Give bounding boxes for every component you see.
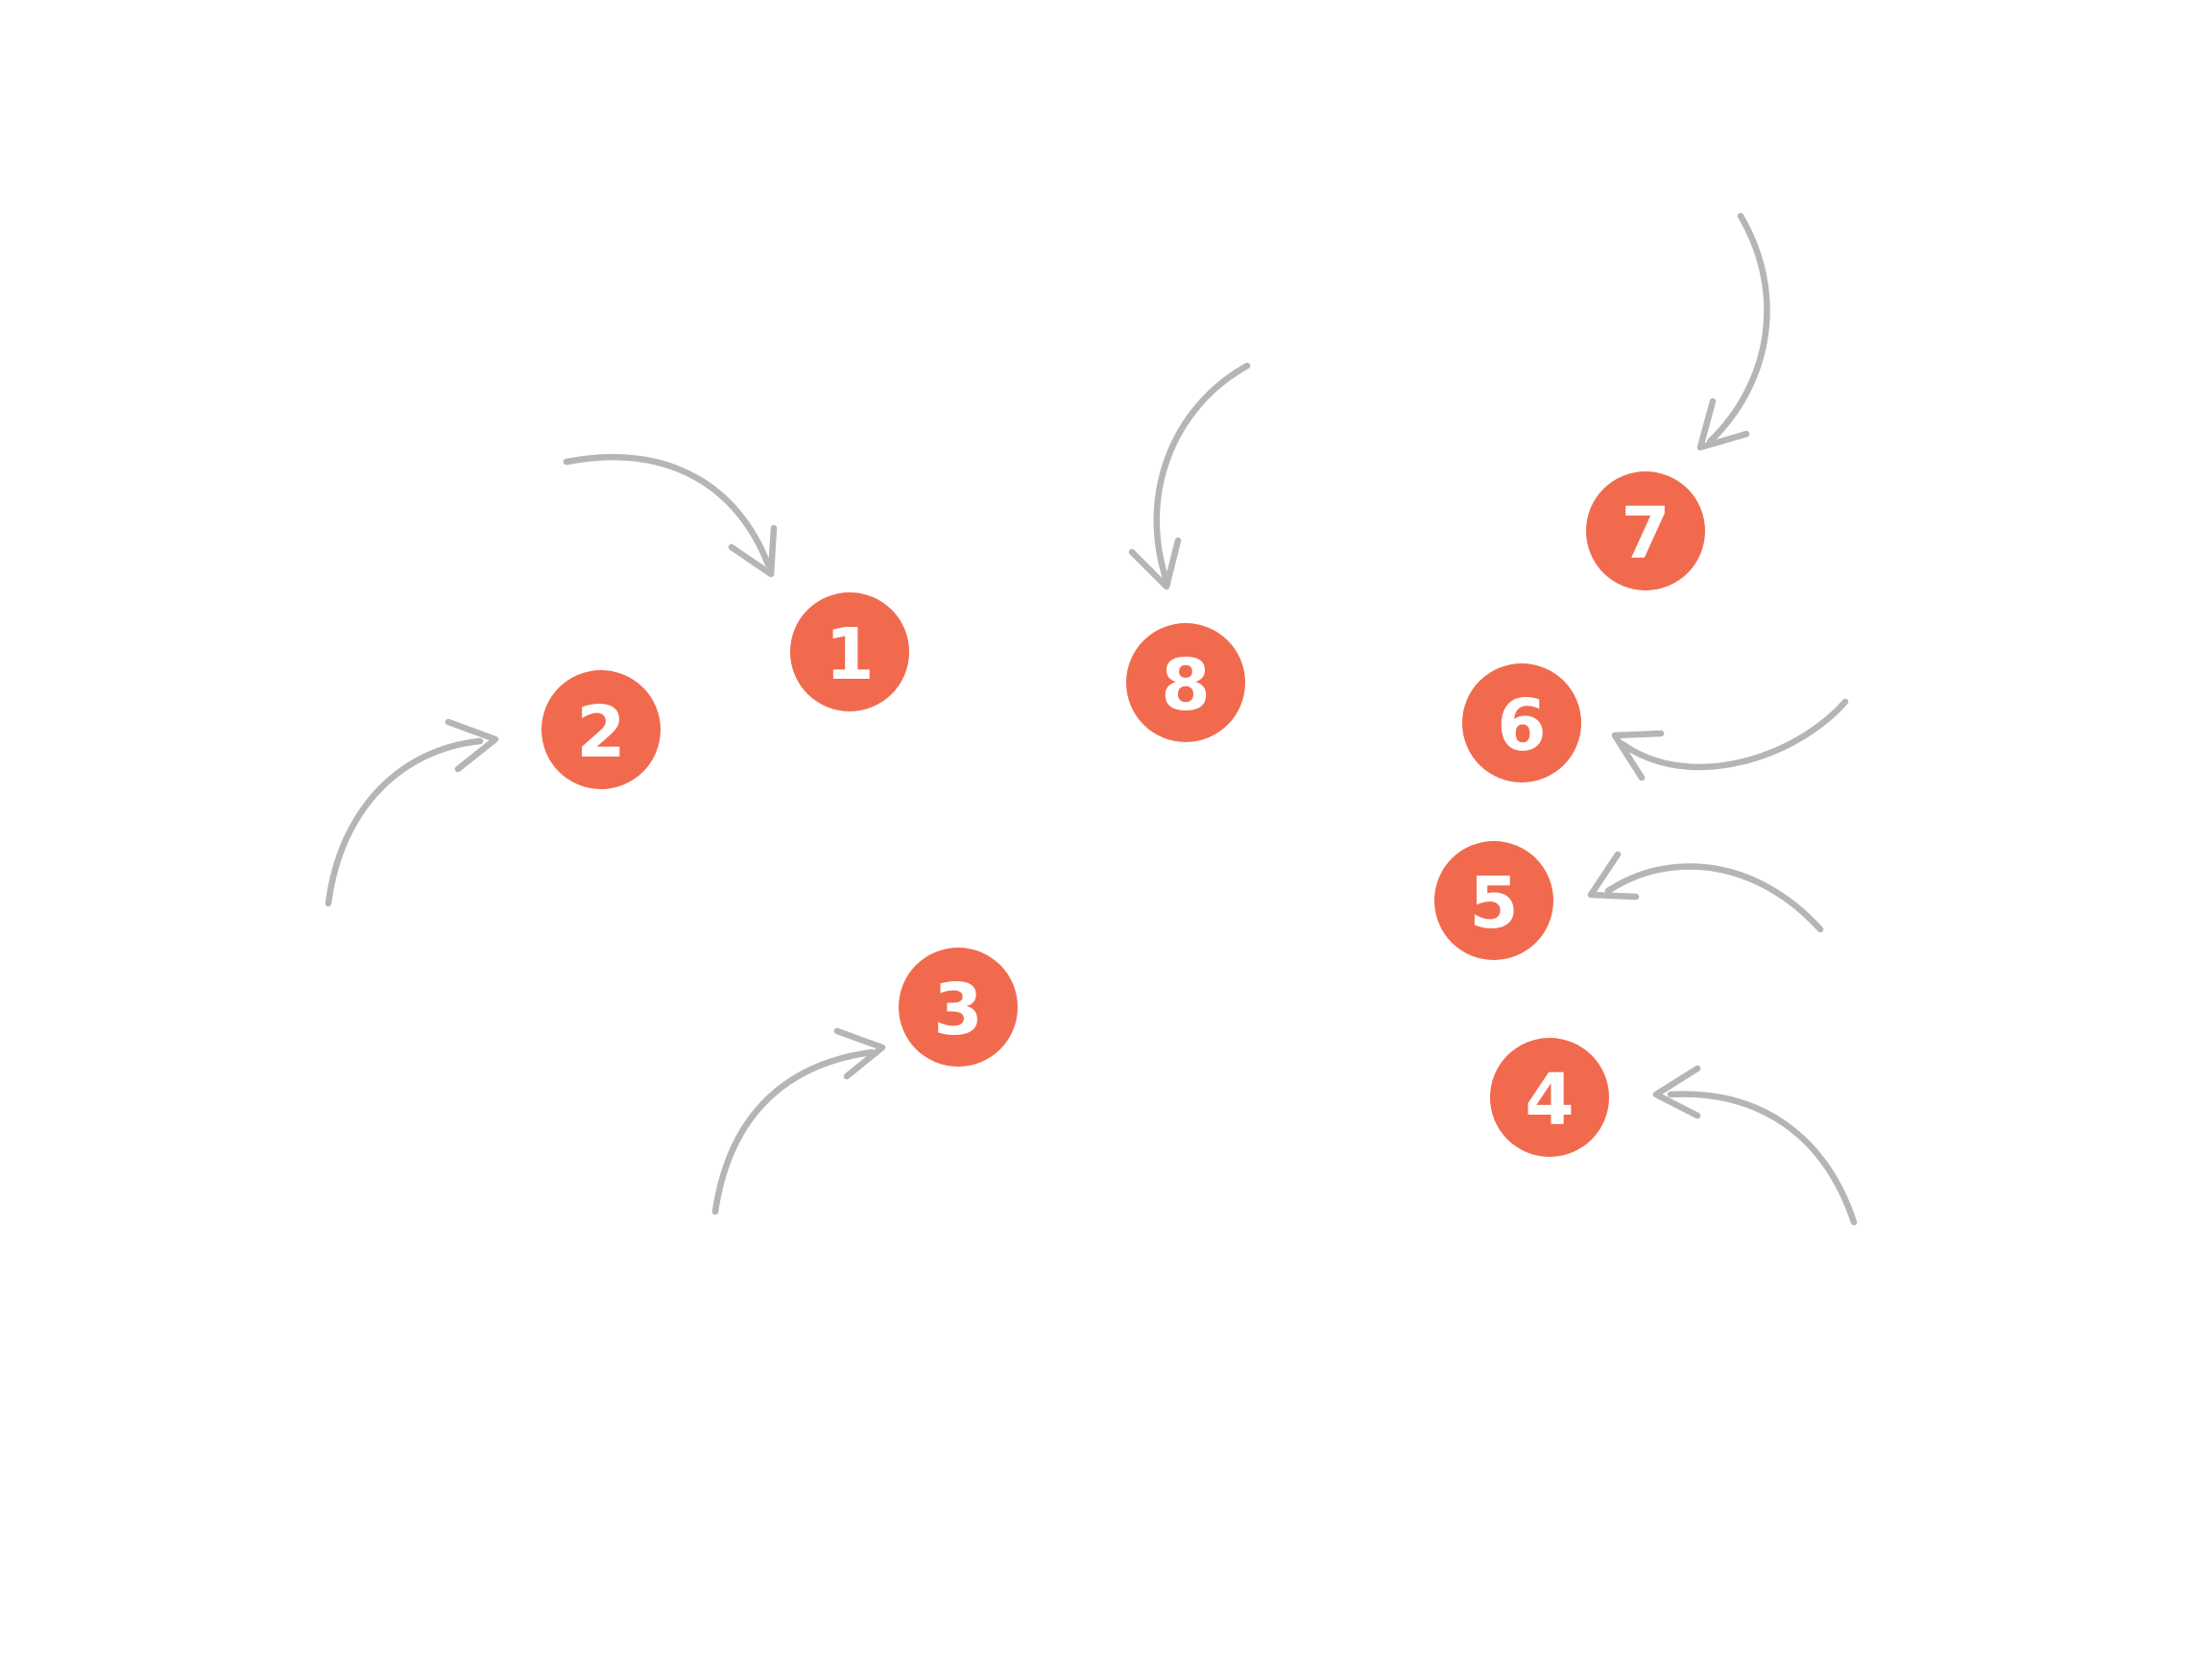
arrow-to-badge-3 [711, 1027, 886, 1215]
arrow-to-badge-1 [563, 454, 778, 578]
arrow-to-badge-4 [1652, 1065, 1858, 1226]
badge-6-label: 6 [1497, 685, 1547, 767]
badge-8: 8 [1126, 623, 1245, 742]
badge-7: 7 [1586, 471, 1705, 590]
badge-7-label: 7 [1621, 493, 1671, 575]
arrow-to-badge-5 [1587, 851, 1824, 933]
arrow-to-badge-6 [1611, 698, 1849, 781]
badge-2-label: 2 [576, 691, 626, 774]
badge-1: 1 [790, 592, 909, 711]
arrow-to-badge-7 [1696, 212, 1770, 451]
badge-6: 6 [1462, 663, 1581, 782]
arrow-to-badge-8 [1128, 362, 1251, 590]
badge-4-label: 4 [1525, 1059, 1575, 1142]
badge-5: 5 [1434, 841, 1553, 960]
badge-1-label: 1 [825, 613, 875, 696]
badge-4: 4 [1490, 1038, 1609, 1157]
badge-5-label: 5 [1469, 862, 1519, 945]
arrow-to-badge-2 [325, 718, 499, 907]
badge-3: 3 [899, 948, 1018, 1067]
badge-3-label: 3 [933, 969, 983, 1051]
badge-2: 2 [541, 670, 661, 789]
badge-8-label: 8 [1161, 644, 1211, 727]
